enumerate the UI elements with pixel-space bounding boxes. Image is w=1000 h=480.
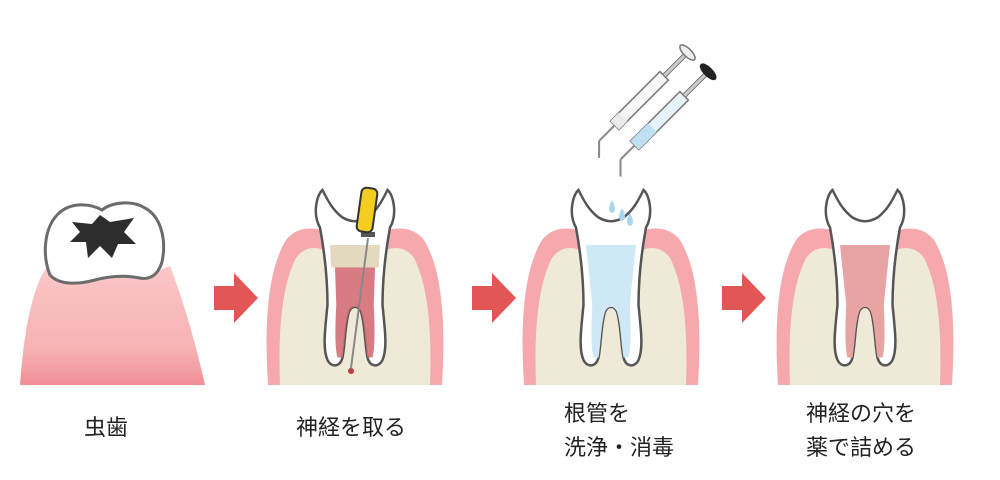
water-drop-icon [619,208,625,221]
arrow-right-icon [722,273,766,323]
arrow-right-icon [472,273,516,323]
bone [535,248,687,385]
step1-cavity-illustration [20,201,205,385]
decay-spot [70,215,136,258]
bone [279,248,431,385]
crown-band [330,245,380,268]
pulp-chamber [335,267,375,358]
water-drop-icon [627,213,633,226]
gum [20,264,205,385]
step1-label: 虫歯 [84,416,129,441]
syringe-icon [598,44,696,158]
rinsed-canal [586,245,636,358]
step4-label: 神経の穴を 薬で詰める [806,402,917,461]
bone [789,248,941,385]
water-drop-icon [609,200,615,213]
step3-cleaning-illustration [522,44,717,385]
step4-filling-illustration [776,188,954,385]
root-tip-dot [348,368,354,374]
syringe-icon [619,63,717,177]
step2-label: 神経を取る [296,416,407,441]
step3-label: 根管を 洗浄・消毒 [564,402,675,461]
filled-canal [840,245,890,358]
endodontic-file-icon [350,186,379,369]
arrow-right-icon [214,273,258,323]
step2-nerve-removal-illustration [266,186,444,385]
